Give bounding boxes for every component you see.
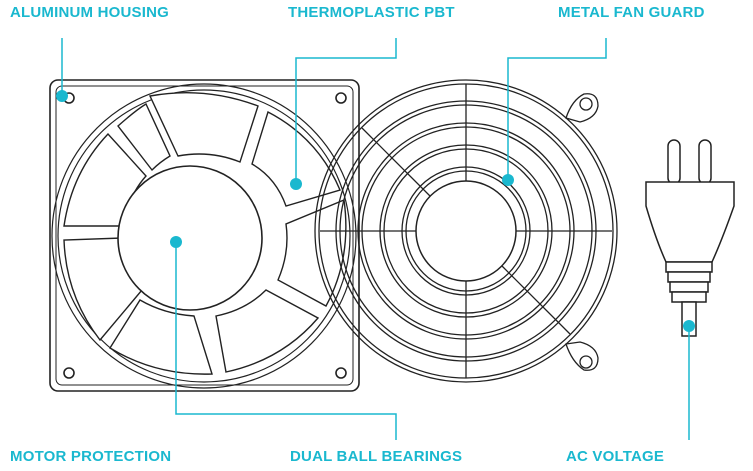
label-thermoplastic-pbt: THERMOPLASTIC PBT <box>288 4 455 21</box>
ac-plug <box>645 139 735 337</box>
label-aluminum-housing: ALUMINUM HOUSING <box>10 4 170 21</box>
label-metal-fan-guard: METAL FAN GUARD <box>558 4 705 21</box>
callout-dots <box>56 90 695 332</box>
dot-hub <box>170 236 182 248</box>
fan-housing <box>49 79 360 392</box>
motor-hub <box>117 165 263 311</box>
leader-hub <box>175 242 397 440</box>
dot-pbt <box>290 178 302 190</box>
leader-guard <box>507 38 607 180</box>
label-motor-protection: MOTOR PROTECTION <box>10 448 172 465</box>
leader-pbt <box>295 38 397 184</box>
dot-ac <box>683 320 695 332</box>
label-ac-voltage: AC VOLTAGE <box>566 448 665 465</box>
metal-fan-guard <box>314 79 618 383</box>
dot-aluminum <box>56 90 68 102</box>
label-dual-ball-bearings: DUAL BALL BEARINGS <box>290 448 463 465</box>
leader-lines <box>61 38 690 440</box>
dot-guard <box>502 174 514 186</box>
